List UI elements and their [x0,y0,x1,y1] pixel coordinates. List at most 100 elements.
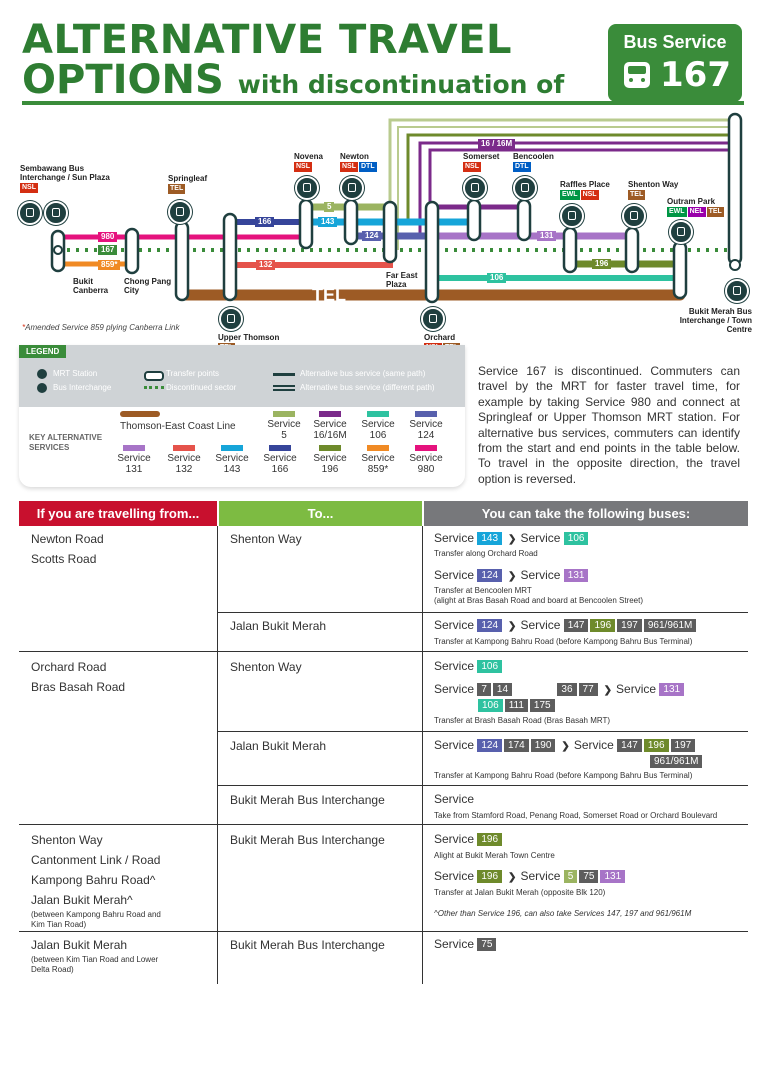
chevron-right-icon: ❯ [603,685,613,696]
service-word: Service [434,682,478,696]
service-badge: 196 [590,619,616,632]
bus-interchange-icon [37,383,47,393]
station-springleaf-name: Springleaf [168,174,208,183]
label-166: 166 [255,217,275,227]
from-cell-line: Orchard Road [31,660,107,674]
mrt-station-icon [37,369,47,379]
bukit-merah-node [729,259,741,271]
to-cell-line: Jalan Bukit Merah [230,739,327,753]
row-divider [19,651,748,652]
terminus-node [53,245,63,255]
to-cell: Shenton Way [230,657,302,677]
header-divider [22,101,744,105]
service-number: 5 [281,429,287,441]
transfer-note: Transfer at Kampong Bahru Road (before K… [434,637,693,646]
transfer-novena [298,198,314,250]
service-swatch [367,445,389,451]
station-bencoolen-name: Bencoolen [513,152,554,161]
station-outram-name: Outram Park [667,197,716,206]
service-196-route-top [406,133,735,225]
bus-interchange-icon [18,201,42,225]
tag-ewl: EWL [560,190,580,200]
service-badge: 961/961M [650,755,703,768]
from-cell-line: Jalan Bukit Merah [31,938,128,952]
amend-note: *Amended Service 859 plying Canberra Lin… [22,323,179,332]
service-badge: 197 [670,739,696,752]
service-word: Service [520,531,564,545]
to-cell-line: Bukit Merah Bus Interchange [230,793,385,807]
chevron-right-icon: ❯ [508,872,517,883]
from-cell-line: Scotts Road [31,552,97,566]
service-swatch [269,445,291,451]
mrt-station-icon [219,307,243,331]
service-badge: 131 [659,683,685,696]
to-cell: Bukit Merah Bus Interchange [230,830,385,850]
from-cell-line: Bras Basah Road [31,680,126,694]
tag-tel: TEL [628,190,646,200]
service-badge: 14 [492,683,513,696]
bus-icon [624,62,650,88]
station-sembawang-name: Sembawang Bus Interchange / Sun Plaza [20,164,110,183]
service-word: Service [520,869,564,883]
service-badge: 147 [563,619,589,632]
title-suffix: with discontinuation of [237,70,565,99]
service-badge: 36 [557,683,577,696]
station-upper-thomson-name: Upper Thomson [218,333,280,342]
service-option: Service 16/16M [434,792,521,806]
transfer-note: Transfer at Jalan Bukit Merah (opposite … [434,888,606,897]
transfer-icon [144,371,164,381]
service-word: Service [434,618,478,632]
service-word: Service [434,659,478,673]
service-option-continued: 961/961M [650,754,704,768]
label-106: 106 [487,273,507,283]
service-word: Service [434,568,478,582]
from-subtext: (between Kampong Bahru Road and Kim Tian… [31,910,161,929]
service-swatch [123,445,145,451]
mrt-station-icon [168,200,192,224]
mrt-station-icon [560,204,584,228]
row-divider [19,824,748,825]
service-1616-route-top [418,141,735,235]
mrt-station-icon [295,176,319,200]
service-badge: 147 [617,739,642,752]
transfer-bencoolen [516,198,532,242]
station-shenton-name: Shenton Way [628,180,679,189]
to-cell: Jalan Bukit Merah [230,736,326,756]
transfer-note: Alight at Bukit Merah Town Centre [434,851,555,860]
service-swatch [415,411,437,417]
tag-tel: TEL [706,207,724,217]
label-131: 131 [537,231,557,241]
service-badge: 5 [563,870,578,883]
label-1616: 16 / 16M [478,139,516,149]
service-badge: 124 [477,569,503,582]
legend-transfer: Transfer points [166,369,220,378]
service-badge: 174 [504,739,529,752]
mrt-station-icon [513,176,537,200]
to-cell: Jalan Bukit Merah [230,616,326,636]
service-word: Service [434,792,478,806]
row-divider [217,612,748,613]
service-option: Service 143❯Service 106 [434,531,590,545]
mrt-station-icon [622,204,646,228]
service-5-route-top [397,126,735,250]
chevron-right-icon: ❯ [508,534,517,545]
station-raffles-name: Raffles Place [560,180,610,189]
service-word: Service [616,682,660,696]
from-cell-line: Jalan Bukit Merah^ [31,893,133,907]
chevron-right-icon: ❯ [561,741,570,752]
transfer-note: Transfer along Orchard Road [434,549,538,558]
service-word: Service [361,453,395,464]
service-badge: 75 [477,938,497,951]
service-badge: 196 [643,739,669,752]
to-cell: Shenton Way [230,529,302,549]
service-132-route [230,250,393,268]
transfer-note: (alight at Bras Basah Road and board at … [434,596,644,605]
